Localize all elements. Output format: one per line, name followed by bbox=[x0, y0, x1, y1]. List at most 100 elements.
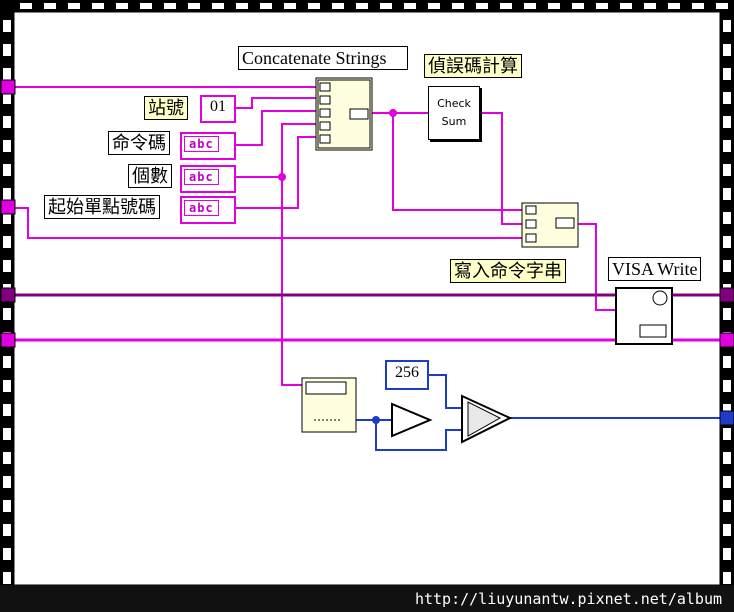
count-abc: abc bbox=[184, 169, 219, 185]
film-hole bbox=[356, 3, 368, 9]
command-control[interactable]: abc bbox=[180, 132, 236, 160]
film-hole bbox=[3, 92, 11, 104]
count-label: 個數 bbox=[128, 164, 172, 188]
film-hole bbox=[3, 380, 11, 392]
film-hole bbox=[692, 3, 704, 9]
film-hole bbox=[3, 236, 11, 248]
film-hole bbox=[3, 212, 11, 224]
film-hole bbox=[716, 3, 728, 9]
film-hole bbox=[524, 3, 536, 9]
visa-write-node[interactable] bbox=[615, 287, 673, 345]
film-hole bbox=[20, 3, 32, 9]
film-hole bbox=[723, 524, 731, 536]
film-hole bbox=[723, 236, 731, 248]
terminal-left-1 bbox=[0, 79, 16, 95]
film-hole bbox=[723, 68, 731, 80]
film-hole bbox=[3, 428, 11, 440]
footer-bar bbox=[0, 585, 734, 612]
film-hole bbox=[3, 500, 11, 512]
film-hole bbox=[308, 3, 320, 9]
film-hole bbox=[3, 116, 11, 128]
film-hole bbox=[404, 3, 416, 9]
film-hole bbox=[164, 3, 176, 9]
film-hole bbox=[3, 548, 11, 560]
terminal-right-2 bbox=[719, 332, 734, 348]
concatenate-node-2[interactable] bbox=[521, 202, 579, 248]
film-hole bbox=[3, 140, 11, 152]
film-hole bbox=[723, 116, 731, 128]
terminal-right-1 bbox=[719, 287, 734, 303]
film-hole bbox=[500, 3, 512, 9]
film-hole bbox=[380, 3, 392, 9]
command-abc: abc bbox=[184, 136, 219, 152]
start-point-control[interactable]: abc bbox=[180, 196, 236, 224]
terminal-left-4 bbox=[0, 332, 16, 348]
film-hole bbox=[596, 3, 608, 9]
start-point-abc: abc bbox=[184, 200, 219, 216]
film-hole bbox=[723, 212, 731, 224]
film-hole bbox=[723, 188, 731, 200]
string-wires bbox=[14, 86, 720, 386]
film-hole bbox=[723, 92, 731, 104]
constant-256[interactable]: 256 bbox=[385, 360, 429, 390]
film-hole bbox=[212, 3, 224, 9]
concatenate-label: Concatenate Strings bbox=[238, 46, 408, 70]
film-hole bbox=[140, 3, 152, 9]
footer-url: http://liuyunantw.pixnet.net/album bbox=[414, 590, 722, 608]
visa-write-label: VISA Write bbox=[608, 257, 702, 281]
station-control[interactable]: 01 bbox=[200, 95, 236, 123]
film-hole bbox=[3, 20, 11, 32]
film-hole bbox=[723, 452, 731, 464]
count-control[interactable]: abc bbox=[180, 165, 236, 193]
checksum-node-text: Check Sum bbox=[437, 97, 471, 128]
film-hole bbox=[620, 3, 632, 9]
film-hole bbox=[260, 3, 272, 9]
quotient-remainder-node[interactable] bbox=[461, 394, 513, 444]
film-hole bbox=[723, 500, 731, 512]
film-hole bbox=[3, 452, 11, 464]
convert-node[interactable] bbox=[391, 402, 433, 438]
film-hole bbox=[3, 356, 11, 368]
film-hole bbox=[428, 3, 440, 9]
format-node[interactable] bbox=[301, 377, 357, 433]
film-hole bbox=[3, 308, 11, 320]
film-hole bbox=[284, 3, 296, 9]
film-hole bbox=[68, 3, 80, 9]
film-hole bbox=[723, 428, 731, 440]
film-hole bbox=[723, 140, 731, 152]
film-hole bbox=[3, 404, 11, 416]
film-hole bbox=[723, 44, 731, 56]
film-hole bbox=[723, 404, 731, 416]
command-label: 命令碼 bbox=[108, 131, 170, 155]
checksum-node[interactable]: Check Sum bbox=[428, 86, 480, 140]
film-hole bbox=[644, 3, 656, 9]
film-hole bbox=[723, 380, 731, 392]
station-label: 站號 bbox=[144, 96, 188, 120]
film-hole bbox=[723, 308, 731, 320]
numeric-wires bbox=[356, 374, 720, 451]
film-hole bbox=[332, 3, 344, 9]
film-hole bbox=[723, 356, 731, 368]
film-hole bbox=[723, 20, 731, 32]
film-hole bbox=[188, 3, 200, 9]
film-hole bbox=[236, 3, 248, 9]
checksum-label: 偵誤碼計算 bbox=[424, 54, 522, 78]
film-hole bbox=[3, 524, 11, 536]
film-hole bbox=[572, 3, 584, 9]
film-hole bbox=[3, 476, 11, 488]
film-hole bbox=[723, 260, 731, 272]
film-hole bbox=[3, 572, 11, 584]
film-hole bbox=[723, 476, 731, 488]
concatenate-node-1[interactable] bbox=[315, 77, 373, 151]
film-hole bbox=[92, 3, 104, 9]
terminal-right-3 bbox=[719, 410, 734, 426]
film-hole bbox=[548, 3, 560, 9]
film-hole bbox=[3, 188, 11, 200]
film-hole bbox=[723, 164, 731, 176]
film-hole bbox=[723, 572, 731, 584]
film-hole bbox=[723, 548, 731, 560]
film-hole bbox=[44, 3, 56, 9]
film-hole bbox=[668, 3, 680, 9]
terminal-left-3 bbox=[0, 287, 16, 303]
